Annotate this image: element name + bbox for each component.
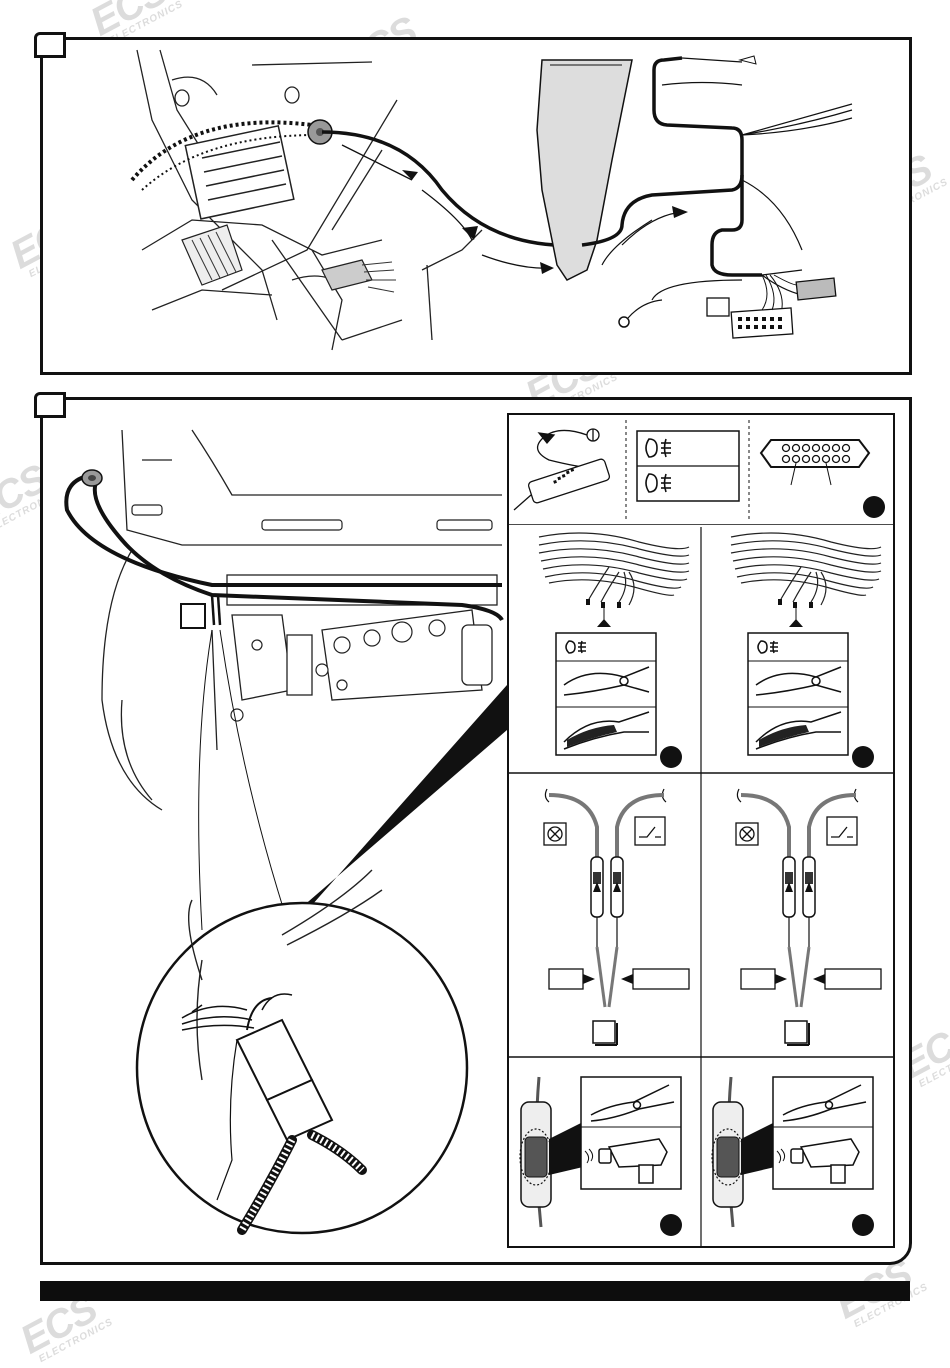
step-1-illustration bbox=[130, 49, 853, 351]
connector-marker-box bbox=[180, 603, 206, 629]
footer-bar bbox=[40, 1281, 910, 1301]
instruction-grid bbox=[509, 527, 893, 1246]
step-2-illustration bbox=[64, 429, 507, 1235]
fog-light-icon bbox=[636, 430, 740, 502]
connector-icon bbox=[759, 439, 871, 486]
step-2-number-box bbox=[34, 392, 66, 418]
step-1-number-box bbox=[34, 32, 66, 58]
circuit-tester-icon bbox=[513, 428, 611, 511]
instruction-row-1 bbox=[509, 420, 893, 525]
